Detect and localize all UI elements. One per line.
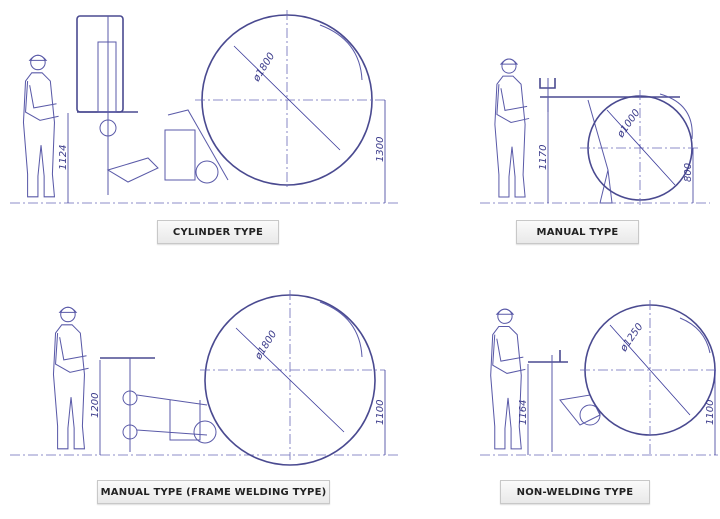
- operator-height-dim: 1200: [90, 393, 101, 418]
- non-welding-type-button[interactable]: NON-WELDING TYPE: [500, 480, 650, 504]
- diameter-label: ø1000: [615, 108, 643, 141]
- manual-type-button[interactable]: MANUAL TYPE: [516, 220, 639, 244]
- panel-manual-frame-welding: ø1800 1200 1100: [10, 290, 400, 466]
- cylinder-type-button[interactable]: CYLINDER TYPE: [157, 220, 279, 244]
- operator-height-dim: 1164: [518, 400, 529, 425]
- center-height-dim: 1300: [375, 137, 386, 162]
- panel-manual-type: ø1000 1170 800: [480, 58, 710, 205]
- panel-cylinder-type: ø1800 1124 1300: [10, 10, 400, 204]
- center-height-dim: 1100: [375, 400, 386, 425]
- center-height-dim: 1100: [705, 400, 716, 425]
- manual-frame-welding-type-button[interactable]: MANUAL TYPE (FRAME WELDING TYPE): [97, 480, 330, 504]
- panel-non-welding-type: ø1250 1164 1100: [480, 300, 718, 456]
- diameter-label: ø1800: [251, 51, 278, 84]
- operator-height-dim: 1170: [538, 145, 549, 170]
- center-height-dim: 800: [683, 163, 694, 182]
- operator-height-dim: 1124: [58, 145, 69, 170]
